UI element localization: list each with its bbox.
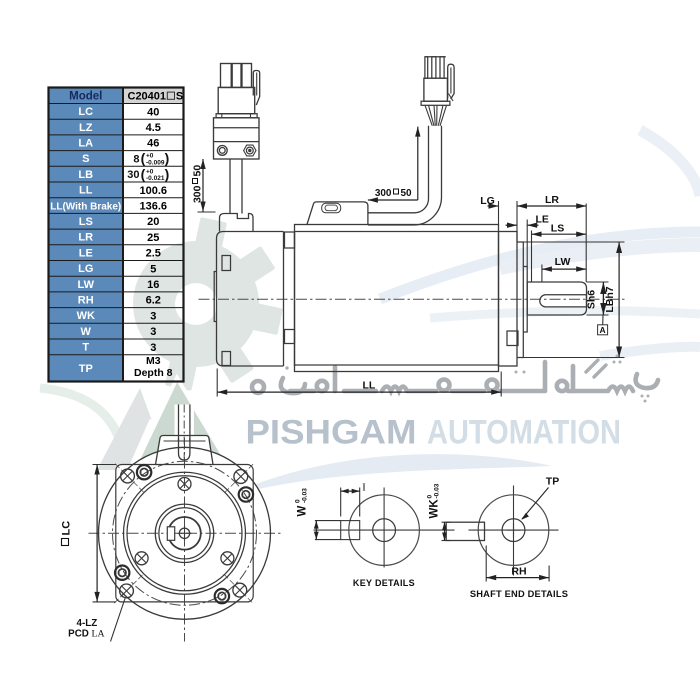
svg-text:3: 3 [150,326,156,338]
svg-text:30: 30 [127,169,139,181]
svg-text:LZ: LZ [79,122,93,134]
svg-text:LE: LE [79,247,93,259]
svg-text:8: 8 [133,153,139,165]
svg-text:-0.021: -0.021 [146,175,165,182]
svg-text:LA: LA [78,137,93,149]
svg-text:S: S [82,153,89,165]
svg-text:LW: LW [555,256,571,268]
svg-text:136.6: 136.6 [139,200,167,212]
svg-text:LS: LS [79,216,93,228]
svg-text:PCD: PCD [68,629,89,640]
svg-text:RH: RH [511,566,526,578]
svg-text:C20401: C20401 [128,91,167,103]
svg-text:300: 300 [375,188,392,199]
svg-text:16: 16 [147,279,159,291]
svg-text:-0.03: -0.03 [434,483,441,498]
svg-text:300: 300 [192,185,204,203]
svg-text:+0: +0 [146,168,154,175]
svg-text:S: S [176,91,183,103]
svg-text:W: W [81,326,92,338]
svg-text:Depth 8: Depth 8 [134,367,173,379]
svg-text:SHAFT END DETAILS: SHAFT END DETAILS [470,589,568,599]
svg-text:I: I [362,483,366,494]
svg-text:(: ( [141,150,146,166]
svg-text:RH: RH [78,294,94,306]
svg-text:KEY DETAILS: KEY DETAILS [353,578,415,588]
svg-text:LL: LL [79,185,93,197]
svg-text:0: 0 [427,495,434,499]
svg-text:A: A [600,325,606,335]
svg-text:PISHGAM: PISHGAM [246,414,417,452]
svg-text:46: 46 [147,138,159,150]
svg-text:): ) [165,166,170,182]
svg-text:LR: LR [78,232,93,244]
svg-text:T: T [82,342,89,354]
svg-text:(: ( [141,166,146,182]
svg-text:LR: LR [545,194,559,206]
svg-text:LL(With Brake): LL(With Brake) [50,201,121,212]
svg-text:50: 50 [401,188,413,199]
svg-text:LE: LE [536,214,549,226]
svg-text:): ) [165,150,170,166]
svg-text:Model: Model [69,91,102,103]
svg-text:AUTOMATION: AUTOMATION [427,414,621,452]
svg-text:4.5: 4.5 [146,122,161,134]
svg-text:20: 20 [147,216,159,228]
svg-text:LG: LG [78,263,93,275]
svg-text:2.5: 2.5 [146,248,161,260]
svg-text:3: 3 [150,310,156,322]
svg-text:TP: TP [546,476,559,488]
svg-text:50: 50 [192,165,204,177]
svg-text:4-LZ: 4-LZ [77,618,98,629]
svg-text:LL: LL [362,379,375,391]
svg-text:Sh6: Sh6 [586,290,598,309]
svg-text:LG: LG [480,195,495,207]
svg-text:W: W [297,506,309,517]
svg-text:-0.03: -0.03 [302,488,309,503]
svg-text:M3: M3 [146,355,161,367]
svg-text:+0: +0 [146,153,154,160]
svg-text:LBh7: LBh7 [604,286,616,312]
svg-text:40: 40 [147,106,159,118]
svg-text:LW: LW [78,279,95,291]
svg-text:TP: TP [79,363,93,375]
svg-text:25: 25 [147,232,159,244]
svg-text:LB: LB [78,169,93,181]
svg-text:3: 3 [150,342,156,354]
svg-text:WK: WK [77,310,95,322]
svg-text:WK: WK [429,499,441,519]
svg-text:LC: LC [78,106,93,118]
svg-text:LA: LA [92,629,105,640]
svg-text:LC: LC [61,521,73,536]
svg-text:6.2: 6.2 [146,295,161,307]
svg-text:0: 0 [295,499,302,503]
svg-text:100.6: 100.6 [139,185,167,197]
svg-text:5: 5 [150,263,156,275]
svg-text:LS: LS [551,223,564,235]
svg-text:-0.009: -0.009 [146,159,165,166]
